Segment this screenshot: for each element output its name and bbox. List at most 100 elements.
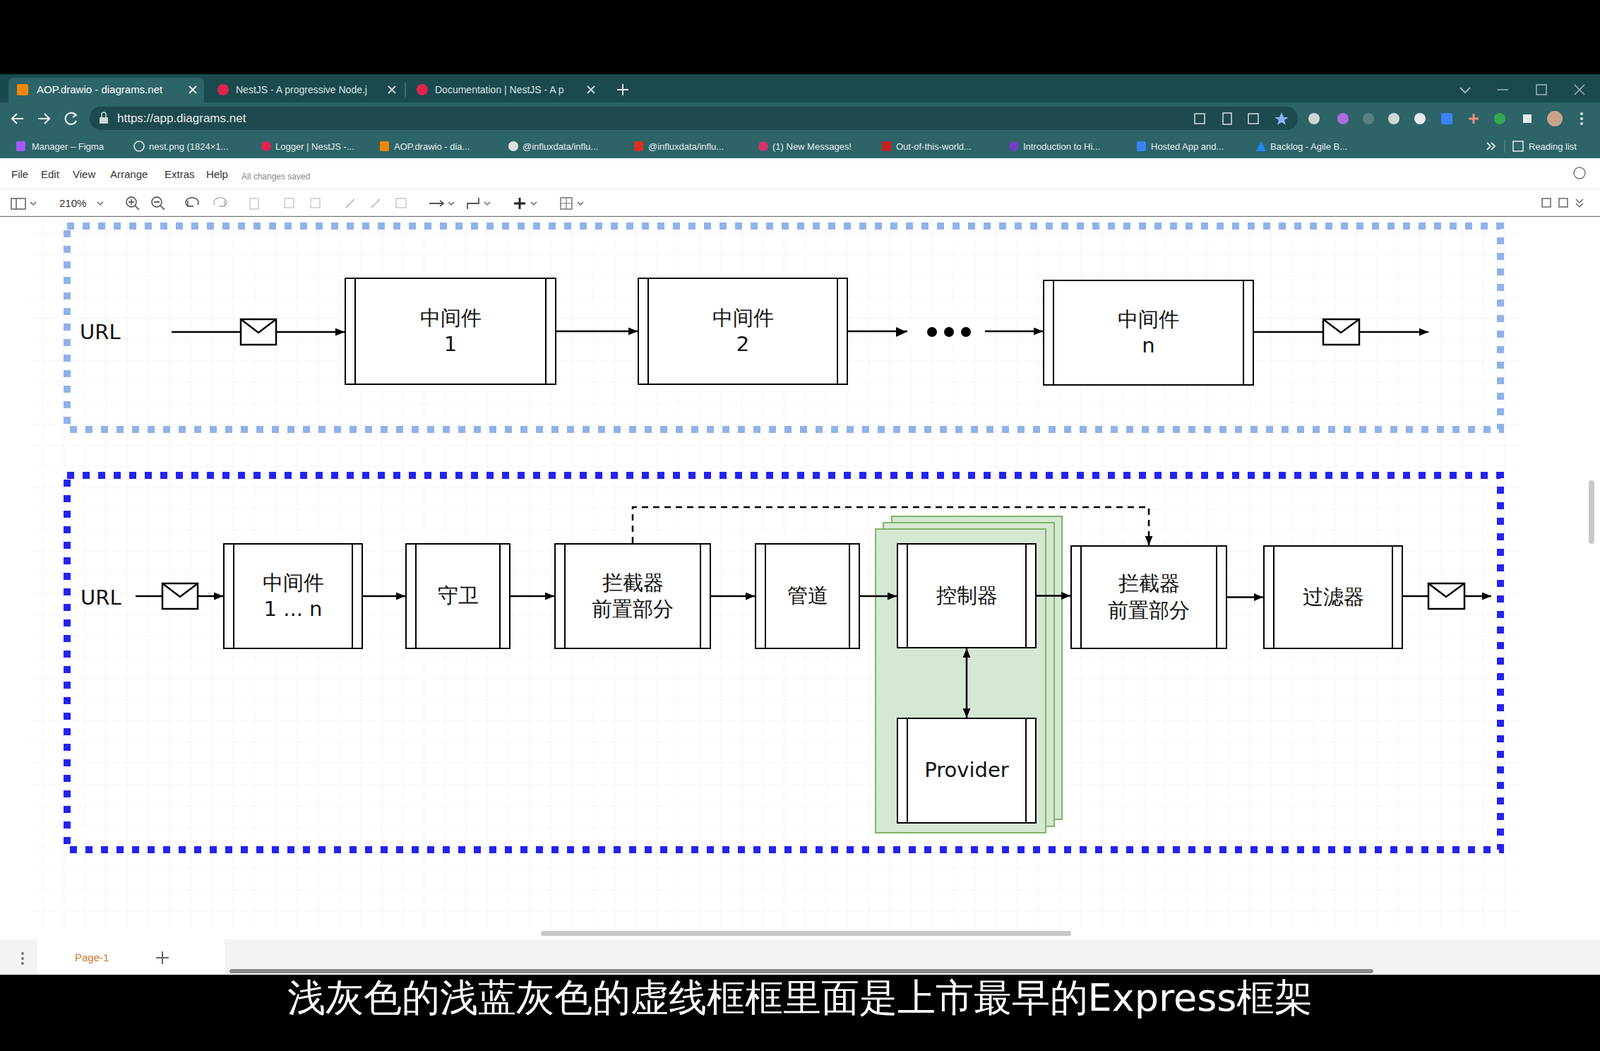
tab-close — [189, 86, 197, 94]
flow-arrow — [1227, 595, 1264, 599]
process-box: 中间件 n — [1042, 279, 1255, 386]
tab-title: AOP.drawio - diagrams.net — [36, 83, 163, 97]
process-box: 拦截器 前置部分 — [1070, 545, 1228, 649]
extension-icon — [1362, 112, 1375, 125]
back-button — [12, 113, 24, 124]
label-slot: https://app.diagrams.net — [117, 111, 246, 126]
ellipsis-dot — [944, 326, 954, 337]
process-side-bar — [1025, 718, 1027, 822]
lock-icon — [99, 117, 109, 124]
process-side-bar — [564, 544, 566, 648]
ellipsis-dot — [960, 326, 971, 337]
box-label: 中间件 2 — [708, 305, 779, 358]
label-slot: 210% — [59, 196, 87, 210]
add-page — [156, 951, 169, 964]
box-label: 守卫 — [437, 582, 479, 609]
app-header — [0, 158, 1600, 217]
page-menu — [21, 951, 25, 955]
box-label: 中间件 1 ... n — [258, 569, 329, 623]
fill-color — [345, 199, 355, 208]
group-frame: URL中间件 1 ... n守卫拦截器 前置部分管道控制器Provider拦截器… — [63, 471, 1504, 853]
wire — [1464, 595, 1492, 598]
dropdown-caret — [448, 201, 455, 205]
tab-favicon — [416, 84, 428, 96]
extension-icon — [1468, 113, 1479, 124]
process-box: 中间件 1 — [344, 277, 557, 385]
box-label: 拦截器 前置部分 — [1105, 570, 1194, 623]
address-text: https://app.diagrams.net — [117, 111, 246, 126]
flow-arrow — [965, 648, 969, 718]
message-envelope — [162, 583, 198, 597]
bookmark-icon — [16, 141, 26, 152]
omnibox-icon — [1248, 113, 1259, 124]
window-close — [1574, 84, 1585, 95]
label-slot: AOP.drawio - diagrams.net — [36, 83, 163, 97]
process-side-bar — [545, 278, 547, 384]
bookmark-icon — [508, 141, 519, 152]
flow-arrow — [1036, 594, 1071, 597]
bookmark-title: (1) New Messages! — [772, 141, 852, 153]
process-side-bar — [1052, 281, 1055, 385]
video-band — [0, 974, 1600, 1051]
label-slot: Introduction to Hi... — [1023, 139, 1101, 153]
redo — [213, 197, 227, 207]
process-box: Provider — [896, 717, 1037, 824]
to-back — [310, 198, 320, 208]
lock-icon — [101, 112, 106, 118]
process-side-bar — [699, 544, 702, 648]
process-box: 管道 — [754, 542, 861, 649]
arrowhead — [896, 326, 907, 337]
process-side-bar — [1080, 546, 1082, 648]
profile-avatar — [1547, 110, 1563, 127]
message-envelope — [240, 319, 277, 345]
flow-arrow — [556, 330, 638, 333]
forward-button — [38, 113, 50, 124]
controller-stack — [875, 516, 1062, 833]
process-side-bar — [351, 544, 354, 648]
extension-icon — [1414, 112, 1426, 125]
label-slot: NestJS - A progressive Node.j — [235, 83, 368, 97]
omnibox-icon — [1222, 112, 1232, 125]
bookmark-icon — [1009, 141, 1019, 152]
waypoints — [467, 197, 479, 210]
tab-strip — [0, 74, 1600, 103]
box-label: 中间件 n — [1113, 306, 1184, 359]
message-envelope — [1323, 319, 1360, 345]
page-menu — [21, 961, 25, 965]
menu-item: View — [72, 168, 96, 181]
toolbar-divider — [0, 216, 1600, 217]
menu-item: File — [11, 168, 29, 181]
ground-patch — [907, 319, 985, 345]
bookmark-title: Out-of-this-world... — [896, 141, 972, 153]
menu-kebab — [1580, 122, 1584, 125]
label-slot: Out-of-this-world... — [896, 139, 972, 153]
flow-start-label: URL — [80, 585, 122, 611]
bookmark-icon — [379, 141, 390, 152]
insert — [514, 197, 526, 210]
horizontal-scrollbar — [540, 930, 1072, 936]
flow-arrow — [510, 595, 555, 598]
process-side-bar — [1391, 546, 1394, 648]
process-side-bar — [1273, 546, 1275, 648]
dropdown-caret — [97, 201, 104, 205]
tab-separator — [404, 82, 407, 97]
dropdown-caret — [530, 201, 537, 205]
wire — [171, 331, 241, 334]
wire — [276, 331, 345, 334]
bookmark-title: AOP.drawio - dia... — [393, 141, 470, 153]
flow-arrow — [860, 595, 897, 598]
active-tab — [8, 77, 205, 103]
label-slot: Edit — [40, 168, 60, 181]
video-progress — [229, 968, 1374, 973]
bookmarks-separator — [1503, 139, 1506, 153]
process-side-bar — [354, 278, 356, 384]
label-slot: @influxdata/influ... — [648, 139, 724, 153]
menu-item: Edit — [40, 168, 60, 181]
toolbar-row — [0, 102, 1600, 135]
bookmark-title: Backlog - Agile B... — [1270, 141, 1348, 153]
